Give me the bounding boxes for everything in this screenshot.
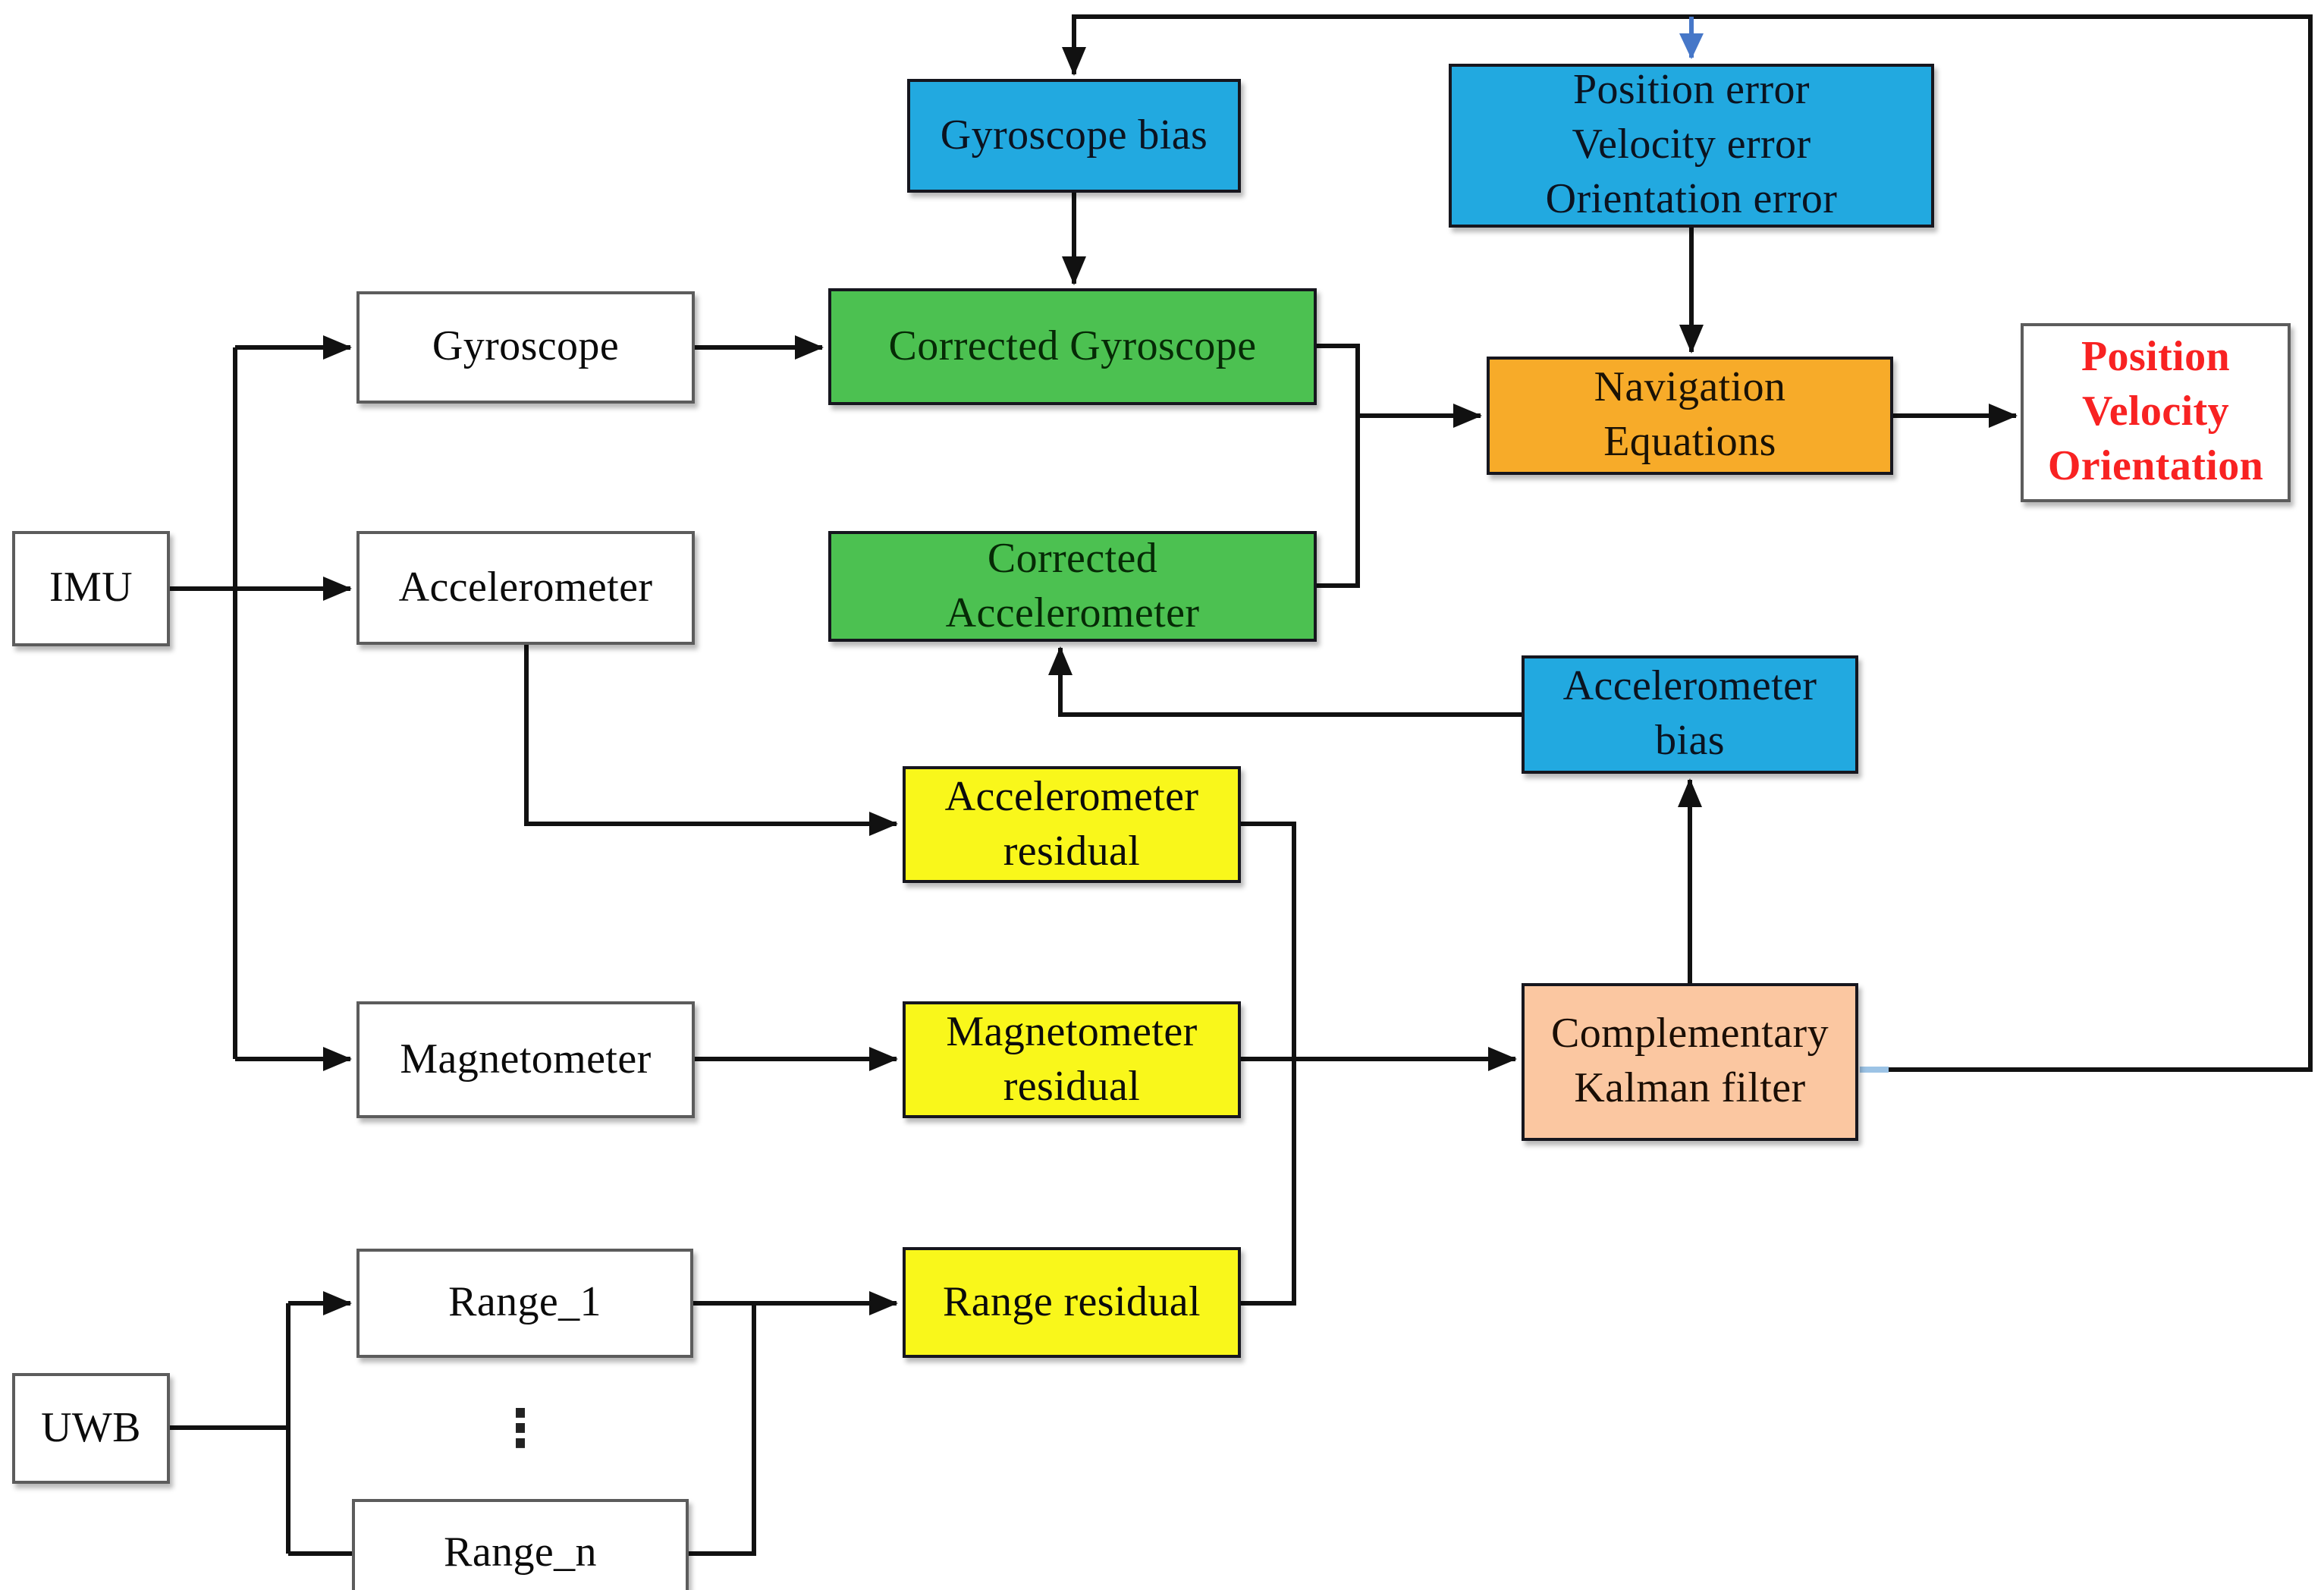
node-range-residual: Range residual [903,1247,1241,1358]
node-error-state: Position error Velocity error Orientatio… [1449,64,1934,228]
node-uwb: UWB [12,1373,170,1484]
accelerometer-bias-label: Accelerometer bias [1562,663,1817,765]
node-range-1: Range_1 [356,1249,693,1358]
node-magnetometer: Magnetometer [356,1001,695,1118]
node-corrected-gyroscope: Corrected Gyroscope [828,288,1317,405]
range-outputs-bus [689,1301,756,1556]
node-position-velocity-orientation: Position Velocity Orientation [2021,323,2291,502]
magnetometer-residual-label: Magnetometer residual [946,1008,1198,1110]
node-navigation-equations: Navigation Equations [1487,357,1893,475]
node-magnetometer-residual: Magnetometer residual [903,1001,1241,1118]
corrected-accelerometer-label: Corrected Accelerometer [945,535,1200,636]
node-gyroscope-bias: Gyroscope bias [907,79,1241,193]
arrow-accel-bias-to-corrected-accel [1048,646,1522,717]
node-accelerometer: Accelerometer [356,531,695,645]
range-n-label: Range_n [444,1529,597,1577]
gyroscope-bias-label: Gyroscope bias [940,112,1208,159]
node-complementary-kalman-filter: Complementary Kalman filter [1522,983,1858,1141]
corrected-gyroscope-label: Corrected Gyroscope [888,322,1257,370]
arrow-accelerometer-to-residual [524,645,898,836]
node-accelerometer-bias: Accelerometer bias [1522,655,1858,774]
complementary-kalman-filter-label: Complementary Kalman filter [1550,1010,1829,1112]
gyroscope-label: Gyroscope [432,323,620,371]
range-ellipsis: ⋮ [495,1399,546,1460]
imu-label: IMU [49,564,133,612]
feedback-loop-to-gyro-bias [1062,14,2313,1072]
node-accelerometer-residual: Accelerometer residual [903,766,1241,883]
navigation-equations-label: Navigation Equations [1594,364,1786,466]
range-residual-label: Range residual [943,1278,1201,1326]
magnetometer-label: Magnetometer [400,1035,652,1083]
node-gyroscope: Gyroscope [356,291,695,404]
node-range-n: Range_n [352,1499,689,1590]
error-state-label: Position error Velocity error Orientatio… [1545,67,1838,223]
uwb-label: UWB [41,1404,141,1452]
position-velocity-orientation-label: Position Velocity Orientation [2047,334,2264,490]
corrected-outputs-bus [1317,344,1360,588]
accelerometer-label: Accelerometer [398,564,653,611]
node-corrected-accelerometer: Corrected Accelerometer [828,531,1317,642]
residual-merge-bus [1241,822,1296,1306]
node-imu: IMU [12,531,170,646]
range-1-label: Range_1 [448,1279,601,1327]
accelerometer-residual-label: Accelerometer residual [944,773,1199,875]
